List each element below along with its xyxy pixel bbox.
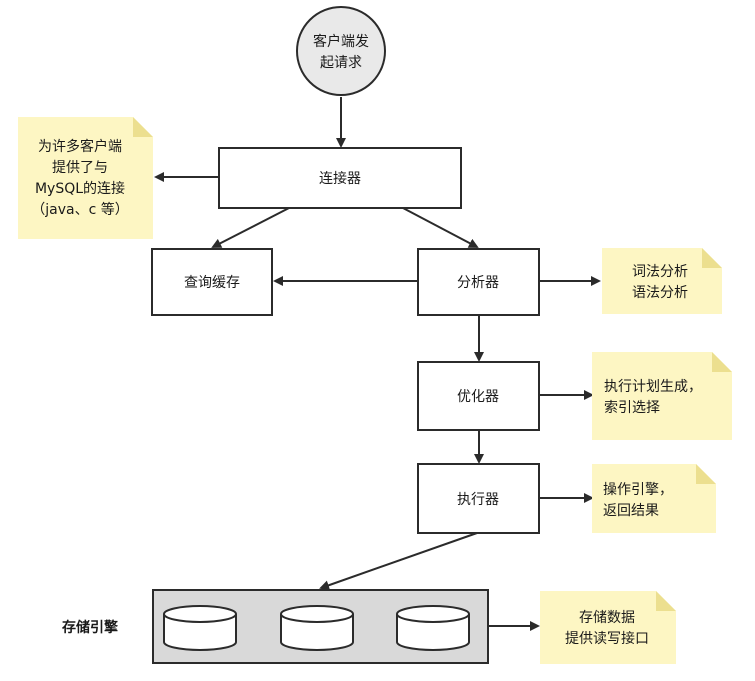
start-label-line1: 客户端发 xyxy=(313,33,369,50)
note-storage: 存储数据 提供读写接口 xyxy=(540,591,676,664)
connector-label: 连接器 xyxy=(319,170,361,187)
executor-rect xyxy=(417,463,540,534)
note-optimizer: 执行计划生成， 索引选择 xyxy=(592,352,732,440)
client-request-start: 客户端发 起请求 xyxy=(296,6,386,96)
note-storage-fold xyxy=(656,591,676,611)
note-connector-line1: 为许多客户端 xyxy=(38,138,122,155)
note-executor-line2: 返回结果 xyxy=(603,503,659,519)
connector-box: 连接器 xyxy=(218,147,462,209)
optimizer-rect xyxy=(417,361,540,431)
storage-engine-label: 存储引擎 xyxy=(62,619,118,636)
database-icon xyxy=(396,605,470,651)
optimizer-label: 优化器 xyxy=(457,389,499,405)
connector-rect xyxy=(218,147,462,209)
note-optimizer-line2: 索引选择 xyxy=(604,399,660,416)
query-cache-label: 查询缓存 xyxy=(184,275,240,291)
query-cache-box: 查询缓存 xyxy=(151,248,273,316)
database-icon xyxy=(280,605,354,651)
executor-label: 执行器 xyxy=(457,492,499,508)
arrow-connector-to-analyzer xyxy=(402,207,479,248)
note-storage-line2: 提供读写接口 xyxy=(565,630,649,647)
note-executor-paper xyxy=(592,464,716,533)
arrow-executor-to-storage xyxy=(319,532,478,591)
arrows xyxy=(154,97,601,631)
note-optimizer-line1: 执行计划生成， xyxy=(604,379,702,395)
optimizer-box: 优化器 xyxy=(417,361,540,431)
arrow-connector-to-query-cache xyxy=(211,207,290,248)
storage-engine: 存储引擎 xyxy=(62,589,489,664)
note-analyzer: 词法分析 语法分析 xyxy=(602,248,722,314)
start-circle xyxy=(296,6,386,96)
query-cache-rect xyxy=(151,248,273,316)
note-analyzer-paper xyxy=(602,248,722,314)
analyzer-rect xyxy=(417,248,540,316)
database-icon xyxy=(163,605,237,651)
analyzer-box: 分析器 xyxy=(417,248,540,316)
note-analyzer-line1: 词法分析 xyxy=(632,264,688,280)
note-connector-fold xyxy=(133,117,153,137)
note-connector-paper xyxy=(18,117,153,239)
note-analyzer-fold xyxy=(702,248,722,268)
note-optimizer-paper xyxy=(592,352,732,440)
note-executor: 操作引擎， 返回结果 xyxy=(592,464,716,533)
note-connector-line3: MySQL的连接 xyxy=(35,180,125,197)
analyzer-label: 分析器 xyxy=(457,275,499,291)
note-connector-line4: （java、c 等） xyxy=(31,201,128,218)
note-executor-line1: 操作引擎， xyxy=(603,482,673,498)
note-analyzer-line2: 语法分析 xyxy=(632,285,688,301)
note-connector-line2: 提供了与 xyxy=(52,160,108,176)
note-storage-paper xyxy=(540,591,676,664)
note-connector: 为许多客户端 提供了与 MySQL的连接 （java、c 等） xyxy=(18,117,153,239)
note-executor-fold xyxy=(696,464,716,484)
start-label-line2: 起请求 xyxy=(320,55,362,71)
executor-box: 执行器 xyxy=(417,463,540,534)
note-optimizer-fold xyxy=(712,352,732,372)
note-storage-line1: 存储数据 xyxy=(579,610,635,626)
